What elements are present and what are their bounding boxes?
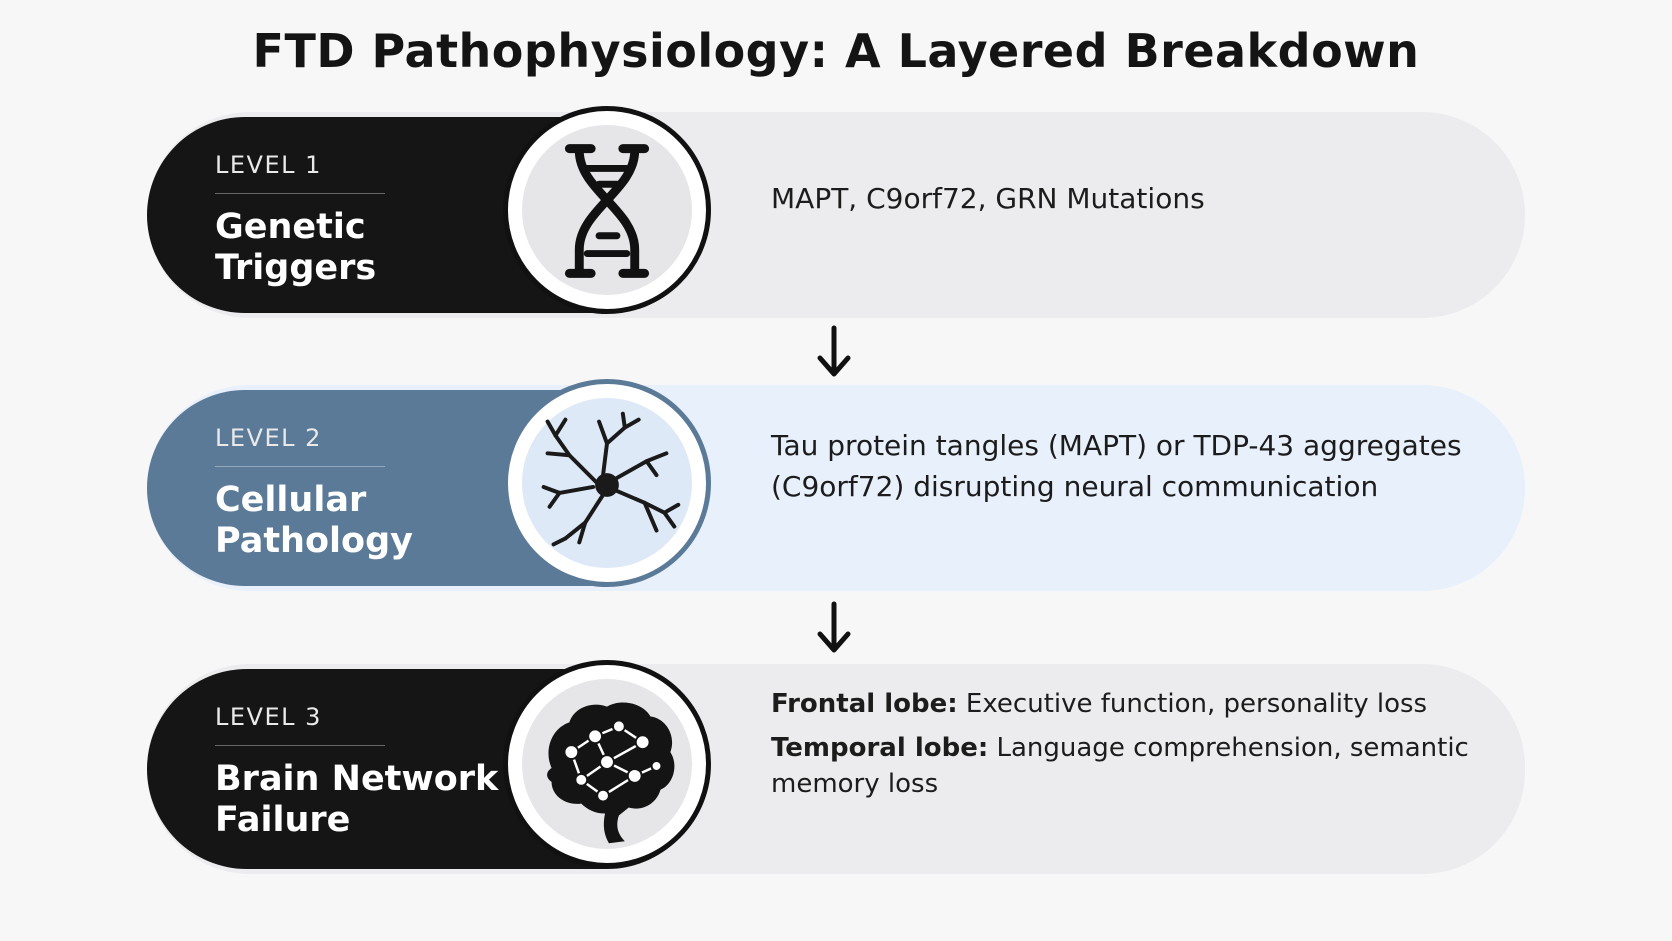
page-title: FTD Pathophysiology: A Layered Breakdown bbox=[252, 24, 1420, 78]
divider bbox=[215, 193, 385, 194]
level-3-row: LEVEL 3 Brain Network Failure bbox=[147, 660, 1525, 874]
level-1-icon-badge bbox=[503, 106, 711, 314]
level-1-title-line-1: Genetic bbox=[215, 207, 366, 247]
level-3-title-line-2: Failure bbox=[215, 800, 351, 840]
level-2-title-line-1: Cellular bbox=[215, 480, 367, 520]
level-1-row: LEVEL 1 Genetic Triggers MAPT bbox=[147, 106, 1525, 318]
brain-network-icon bbox=[547, 702, 675, 844]
divider bbox=[215, 466, 385, 467]
level-2-row: LEVEL 2 Cellular Pathology bbox=[147, 379, 1525, 591]
level-3-description: Frontal lobe: Executive function, person… bbox=[771, 686, 1471, 810]
divider bbox=[215, 745, 385, 746]
arrow-down-icon bbox=[817, 601, 851, 653]
item-text: Language comprehension, semantic memory … bbox=[771, 733, 1469, 799]
level-2-description: Tau protein tangles (MAPT) or TDP-43 agg… bbox=[771, 429, 1462, 503]
dna-icon bbox=[564, 144, 650, 278]
level-1-title: Genetic Triggers bbox=[215, 207, 515, 289]
arrow-down-icon bbox=[817, 325, 851, 377]
level-2-title-line-2: Pathology bbox=[215, 521, 413, 561]
level-3-icon-badge bbox=[503, 660, 711, 868]
level-3-item-temporal: Temporal lobe: Language comprehension, s… bbox=[771, 730, 1471, 802]
item-label: Temporal lobe: bbox=[771, 733, 989, 763]
item-text: Executive function, personality loss bbox=[965, 689, 1428, 719]
item-label: Frontal lobe: bbox=[771, 689, 958, 719]
level-3-title: Brain Network Failure bbox=[215, 759, 515, 841]
level-3-title-line-1: Brain Network bbox=[215, 759, 499, 799]
level-2-icon-badge bbox=[503, 379, 711, 587]
neuron-icon bbox=[541, 411, 681, 547]
level-2-title: Cellular Pathology bbox=[215, 480, 515, 562]
level-3-label: LEVEL 3 bbox=[215, 703, 322, 731]
level-3-item-frontal: Frontal lobe: Executive function, person… bbox=[771, 686, 1471, 722]
level-1-description: MAPT, C9orf72, GRN Mutations bbox=[771, 182, 1205, 215]
level-1-title-line-2: Triggers bbox=[215, 248, 377, 288]
level-1-label: LEVEL 1 bbox=[215, 151, 322, 179]
level-2-label: LEVEL 2 bbox=[215, 424, 322, 452]
